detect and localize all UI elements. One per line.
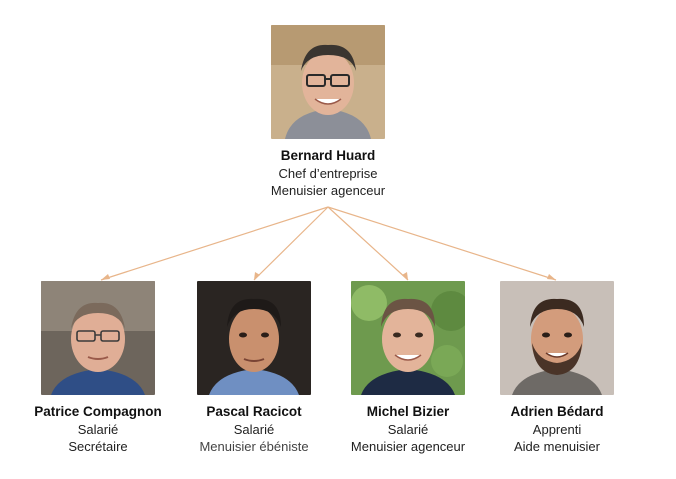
employee-photo bbox=[41, 281, 155, 395]
connector-to-adrien bbox=[327, 206, 557, 281]
employee-role1: Salarié bbox=[387, 422, 429, 437]
employee-photo bbox=[351, 281, 465, 395]
chief-role1: Chef d’entreprise bbox=[278, 166, 378, 181]
employee-name: Pascal Racicot bbox=[206, 404, 302, 419]
arrowhead-patrice bbox=[101, 274, 110, 280]
portrait-photo-icon bbox=[41, 281, 155, 395]
portrait-photo-icon bbox=[351, 281, 465, 395]
chief-role2: Menuisier agenceur bbox=[270, 183, 386, 198]
chief-photo bbox=[271, 25, 385, 139]
employee-name: Michel Bizier bbox=[366, 404, 450, 419]
arrowhead-pascal bbox=[254, 272, 260, 280]
connector-to-pascal bbox=[253, 206, 329, 281]
portrait-photo-icon bbox=[500, 281, 614, 395]
portrait-photo-icon bbox=[271, 25, 385, 139]
employee-role2: Menuisier ébéniste bbox=[199, 439, 309, 454]
chief-name: Bernard Huard bbox=[280, 148, 376, 163]
employee-role1: Salarié bbox=[77, 422, 119, 437]
employee-role2: Menuisier agenceur bbox=[350, 439, 466, 454]
employee-name: Patrice Compagnon bbox=[34, 404, 162, 419]
employee-role2: Secrétaire bbox=[68, 439, 128, 454]
connector-to-patrice bbox=[100, 206, 329, 281]
employee-photo bbox=[197, 281, 311, 395]
employee-name: Adrien Bédard bbox=[510, 404, 604, 419]
employee-role2: Aide menuisier bbox=[514, 439, 600, 454]
employee-role1: Apprenti bbox=[532, 422, 582, 437]
arrowhead-michel bbox=[402, 272, 408, 280]
connector-to-michel bbox=[327, 206, 409, 281]
arrowhead-adrien bbox=[547, 274, 556, 280]
employee-photo bbox=[500, 281, 614, 395]
portrait-photo-icon bbox=[197, 281, 311, 395]
employee-role1: Salarié bbox=[233, 422, 275, 437]
